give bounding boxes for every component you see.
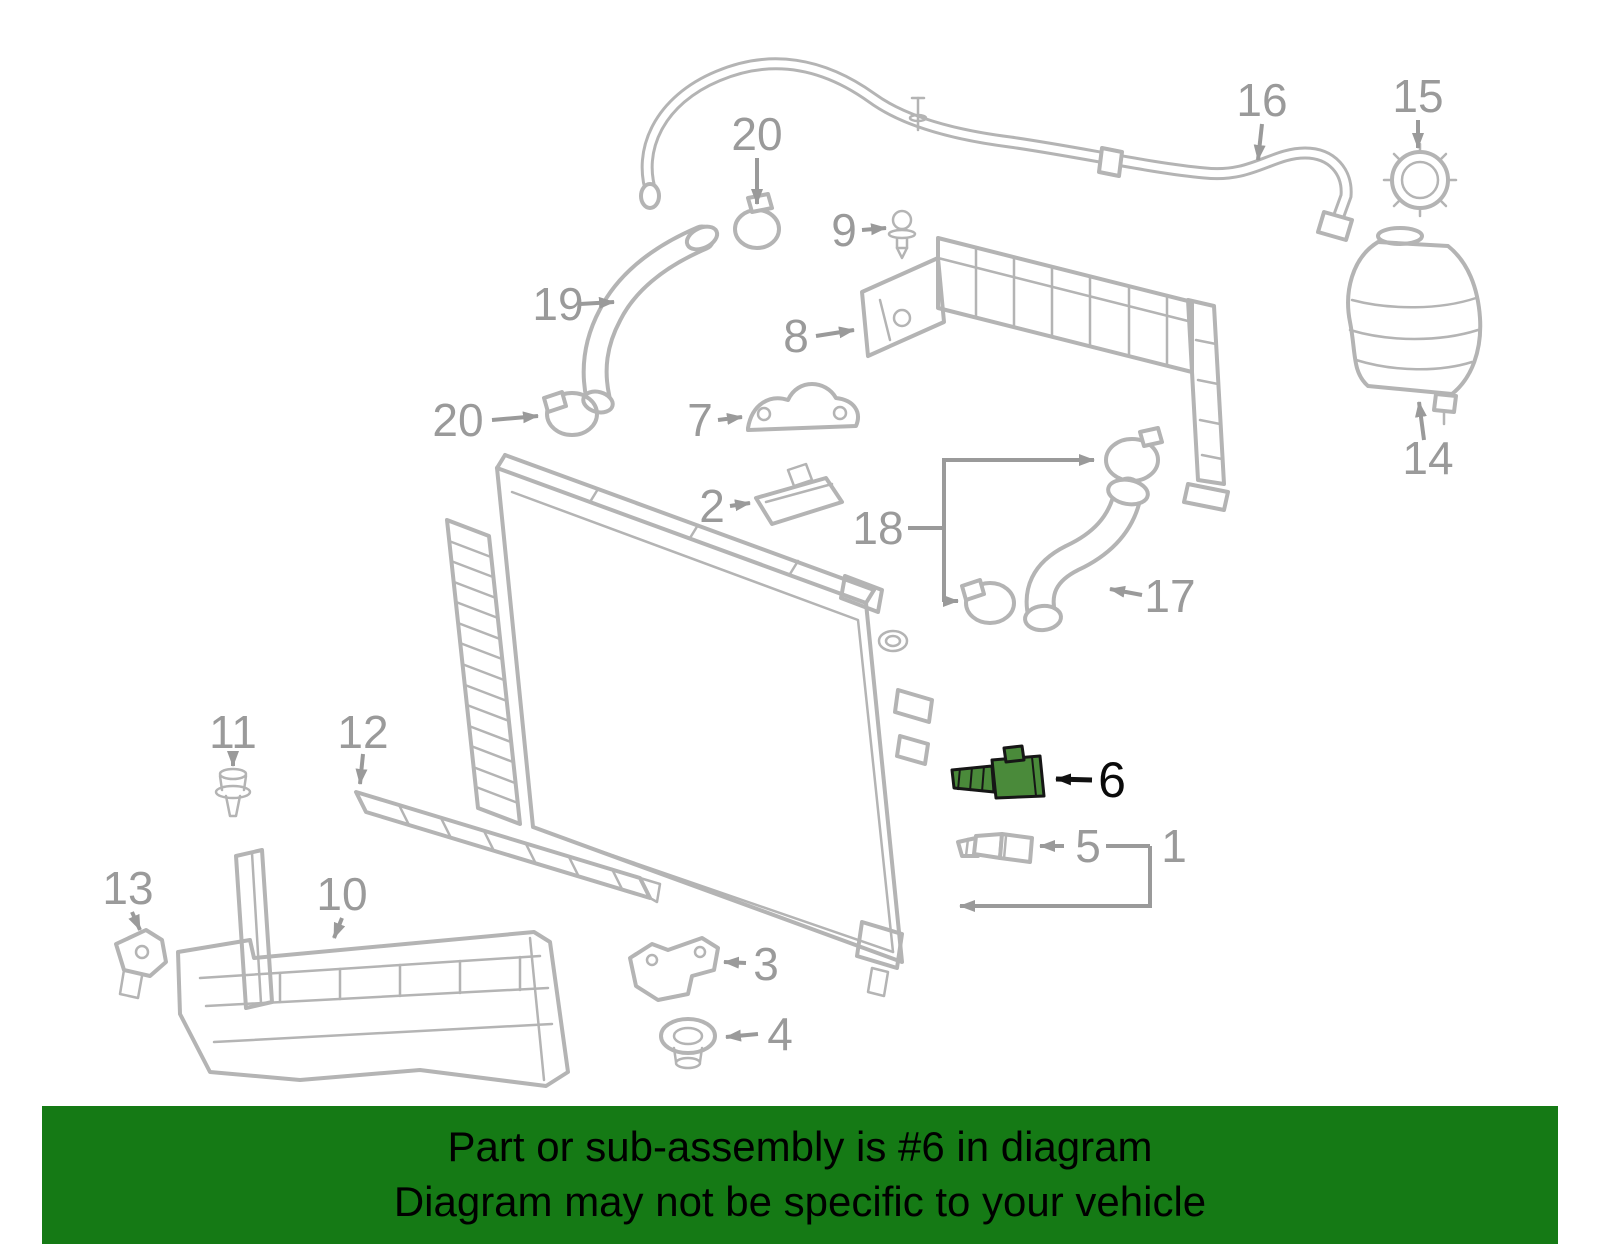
callout-16: 16 (1236, 74, 1287, 126)
upper-tie-bar (860, 236, 1230, 512)
callout-3: 3 (753, 938, 779, 990)
callout-19: 19 (532, 278, 583, 330)
callout-20-mid: 20 (432, 394, 483, 446)
callout-5: 5 (1075, 820, 1101, 872)
callout-4: 4 (767, 1008, 793, 1060)
callout-17: 17 (1144, 570, 1195, 622)
callout-leaders (128, 120, 1427, 1042)
reservoir-cap (1382, 142, 1458, 218)
hose-clamp-18-upper (1104, 426, 1164, 483)
callout-14: 14 (1402, 432, 1453, 484)
coolant-reservoir-tank (1346, 226, 1483, 426)
radiator-outlet-hose (1023, 476, 1150, 633)
temp-sensor-5 (956, 832, 1034, 864)
callout-11: 11 (209, 706, 257, 758)
mount-bracket-2 (754, 462, 844, 526)
callout-9: 9 (831, 204, 857, 256)
highlighted-sensor-6 (950, 744, 1046, 800)
callout-8: 8 (783, 310, 809, 362)
clip-13 (114, 928, 168, 1000)
radiator (445, 453, 934, 998)
callout-15: 15 (1392, 70, 1443, 122)
callout-2: 2 (699, 480, 725, 532)
callout-10: 10 (316, 868, 367, 920)
mount-bracket-7 (746, 382, 860, 432)
banner-line-2: Diagram may not be specific to your vehi… (393, 1178, 1207, 1225)
callout-labels: 20 19 20 9 8 7 2 18 17 16 15 14 11 12 13… (102, 70, 1453, 1060)
callout-7: 7 (687, 394, 713, 446)
callout-1: 1 (1161, 820, 1187, 872)
callout-20-top: 20 (731, 108, 782, 160)
callout-13: 13 (102, 862, 153, 914)
mount-bracket-3 (628, 936, 720, 1002)
grommet-4 (659, 1017, 717, 1070)
hose-end-fitting (1316, 210, 1354, 242)
callout-12: 12 (337, 706, 388, 758)
callout-6-highlighted: 6 (1098, 752, 1126, 808)
upper-coolant-hose (639, 57, 1354, 242)
hose-retainer-clip (1097, 146, 1124, 178)
air-deflector-10 (176, 848, 570, 1088)
footer-banner: Part or sub-assembly is #6 in diagram Di… (42, 1106, 1558, 1244)
hose-clamp-mid (542, 390, 599, 437)
hose-pin-clip (908, 96, 928, 132)
hose-clamp-18-lower (960, 578, 1016, 625)
push-clip (887, 209, 917, 260)
push-pin-11 (214, 767, 252, 818)
banner-line-1: Part or sub-assembly is #6 in diagram (447, 1123, 1153, 1171)
seal-strip-12 (354, 790, 662, 904)
callout-18: 18 (852, 502, 903, 554)
radiator-inlet-hose (581, 224, 720, 415)
